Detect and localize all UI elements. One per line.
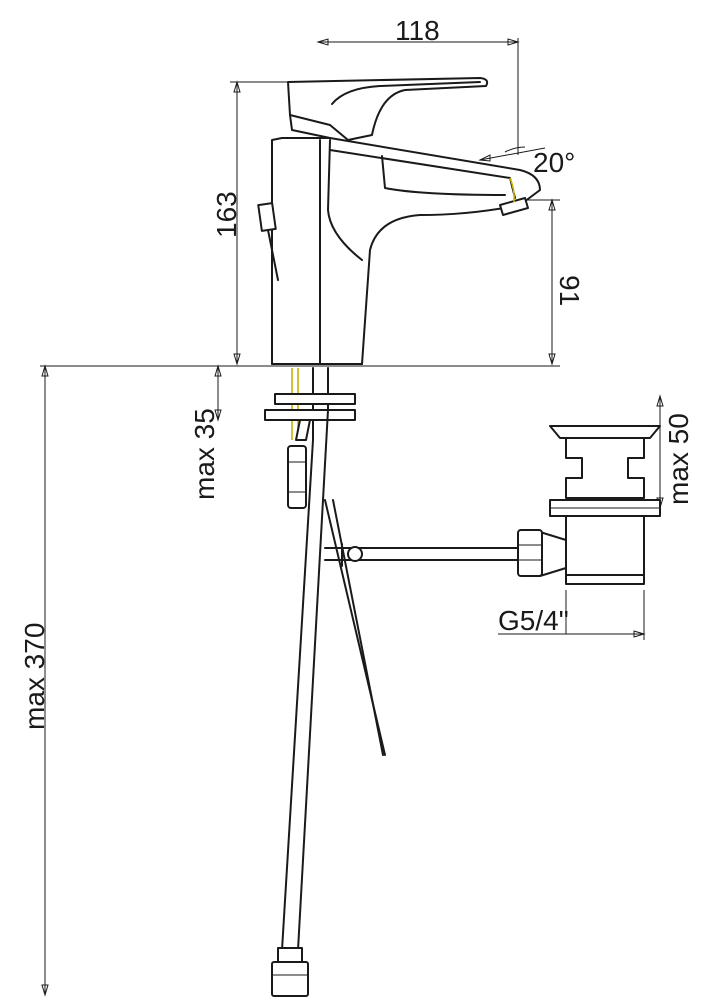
waste-valve: max 50 (517, 394, 694, 585)
flexible-hose: max 370 (19, 364, 329, 997)
dimension-thread-label: G5/4" (498, 605, 569, 636)
dimension-height-spout-label: 91 (554, 275, 585, 306)
dimension-height-total-label: 163 (211, 191, 242, 238)
dimension-height-spout: 91 (520, 198, 585, 366)
dimension-width-label: 118 (395, 15, 440, 46)
pop-up-rod (257, 202, 279, 281)
dimension-max-deck-label: max 35 (189, 408, 220, 500)
dimension-thread: G5/4" (498, 590, 646, 640)
dimension-max-hose-label: max 370 (19, 623, 50, 730)
waste-linkage (324, 499, 521, 756)
dimension-width-top: 118 (316, 15, 520, 155)
dimension-max-waste-label: max 50 (663, 413, 694, 505)
dimension-height-total: 163 (211, 80, 290, 366)
dimension-spout-angle: 20° (478, 146, 575, 178)
dimension-angle-label: 20° (533, 147, 575, 178)
mounting-assembly: max 35 (189, 364, 356, 509)
faucet-body (271, 77, 541, 365)
